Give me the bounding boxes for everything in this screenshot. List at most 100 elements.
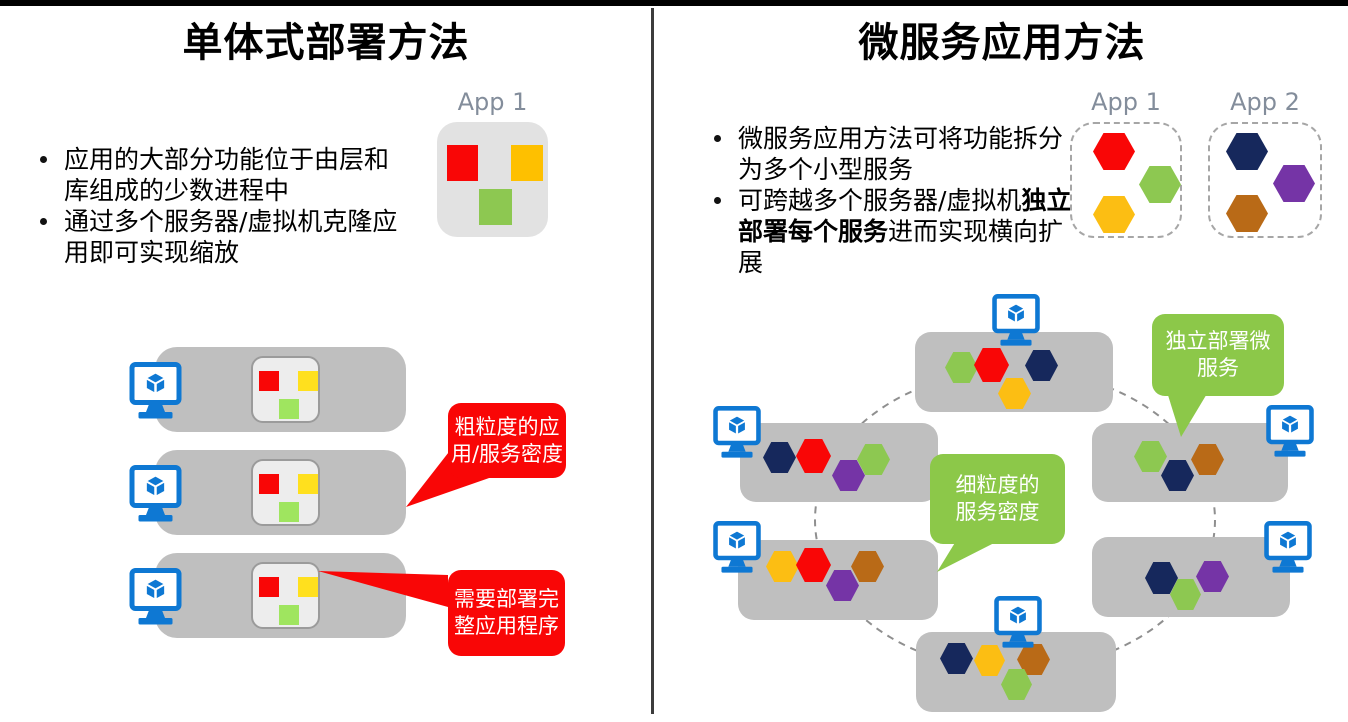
- left-panel-title: 单体式部署方法: [182, 20, 470, 66]
- service-hexagon: [1226, 133, 1268, 170]
- service-hexagon: [974, 348, 1009, 382]
- bullet-segment: 展: [738, 248, 764, 277]
- bullet-line: 微服务应用方法可将功能拆分: [738, 123, 1063, 154]
- monitor-vm-icon: [128, 465, 183, 523]
- bullet-text: 微服务应用方法可将功能拆分为多个小型服务: [738, 123, 1063, 185]
- app-module-square: [298, 371, 318, 391]
- app-module-square: [279, 502, 299, 522]
- bullet-segment: 微服务应用方法可将功能拆分: [738, 124, 1064, 153]
- callout-coarse-density: 粗粒度的应用/服务密度: [448, 403, 566, 478]
- service-hexagon: [1139, 166, 1181, 203]
- app-module-square: [259, 474, 279, 494]
- service-hexagon: [763, 442, 796, 473]
- bullet-segment: 为多个小型服务: [738, 155, 914, 184]
- app-module-square: [279, 605, 299, 625]
- monitor-vm-icon: [713, 521, 761, 574]
- service-hexagon: [796, 548, 831, 582]
- right-app2-dashed-box: [1208, 122, 1322, 238]
- bullet-segment: 应用的大部分功能位于由层和: [64, 145, 390, 174]
- bullet-text: 通过多个服务器/虚拟机克隆应用即可实现缩放: [64, 206, 397, 268]
- bullet-segment: 部署每个服务: [738, 217, 889, 246]
- bullet-dot: [40, 218, 47, 225]
- monitor-vm-icon: [128, 362, 183, 420]
- callout-line: 独立部署微: [1165, 329, 1271, 353]
- callout-line: 服务: [1197, 356, 1239, 380]
- bullet-segment: 进而实现横向扩: [888, 217, 1064, 246]
- callout-line: 服务密度: [955, 500, 1040, 524]
- mini-app-box: [251, 459, 320, 526]
- monitor-vm-icon: [992, 294, 1040, 347]
- service-hexagon: [1093, 133, 1135, 170]
- app-module-square: [259, 577, 279, 597]
- callout-line: 细粒度的: [955, 473, 1040, 497]
- monitor-vm-icon: [994, 596, 1042, 649]
- bullet-line: 应用的大部分功能位于由层和: [64, 144, 389, 175]
- callout-fine-density: 细粒度的服务密度: [930, 454, 1065, 544]
- bullet-line: 部署每个服务进而实现横向扩: [738, 216, 1071, 247]
- service-hexagon: [796, 439, 831, 473]
- monitor-vm-icon: [128, 568, 183, 626]
- bullet-text: 可跨越多个服务器/虚拟机独立部署每个服务进而实现横向扩展: [738, 185, 1071, 278]
- server-box-upper-left: [740, 423, 938, 502]
- bullet-item: 通过多个服务器/虚拟机克隆应用即可实现缩放: [38, 206, 428, 268]
- right-bullet-list: 微服务应用方法可将功能拆分为多个小型服务可跨越多个服务器/虚拟机独立部署每个服务…: [712, 123, 1072, 278]
- service-hexagon: [1191, 444, 1224, 475]
- bullet-item: 可跨越多个服务器/虚拟机独立部署每个服务进而实现横向扩展: [712, 185, 1072, 278]
- right-app2-label: App 2: [1230, 88, 1300, 116]
- server-box-upper-right: [1092, 423, 1288, 502]
- app-module-square: [279, 399, 299, 419]
- monitor-vm-icon: [1266, 405, 1314, 458]
- bullet-line: 用即可实现缩放: [64, 237, 397, 268]
- callout-line: 用/服务密度: [450, 441, 564, 466]
- service-hexagon: [1273, 165, 1315, 202]
- bullet-segment: 通过多个服务器/虚拟机克隆应: [64, 207, 398, 236]
- bullet-item: 微服务应用方法可将功能拆分为多个小型服务: [712, 123, 1072, 185]
- mini-app-box: [251, 562, 320, 629]
- service-hexagon: [1093, 196, 1135, 233]
- bullet-line: 库组成的少数进程中: [64, 175, 389, 206]
- callout-line: 需要部署完: [454, 587, 559, 611]
- bullet-line: 展: [738, 247, 1071, 278]
- service-hexagon: [1161, 460, 1194, 491]
- bullet-line: 通过多个服务器/虚拟机克隆应: [64, 206, 397, 237]
- service-hexagon: [940, 643, 973, 674]
- server-box-lower-left: [738, 540, 938, 620]
- service-hexagon: [1025, 350, 1058, 381]
- top-border-bar: [0, 0, 1348, 6]
- callout-line: 粗粒度的应: [454, 414, 560, 439]
- app-module-square: [479, 189, 512, 225]
- app-module-square: [298, 474, 318, 494]
- callout-line: 整应用程序: [454, 614, 559, 638]
- bullet-line: 为多个小型服务: [738, 154, 1063, 185]
- bullet-segment: 库组成的少数进程中: [64, 176, 290, 205]
- monitor-vm-icon: [713, 406, 761, 459]
- monitor-vm-icon: [1264, 521, 1312, 574]
- left-bullet-list: 应用的大部分功能位于由层和库组成的少数进程中通过多个服务器/虚拟机克隆应用即可实…: [38, 144, 428, 268]
- callout-deploy-full-app: 需要部署完整应用程序: [448, 570, 565, 656]
- app-module-square: [259, 371, 279, 391]
- right-app1-dashed-box: [1070, 122, 1182, 238]
- server-box-lower-right: [1092, 537, 1290, 617]
- app-module-square: [511, 145, 543, 181]
- bullet-segment: 用即可实现缩放: [64, 238, 240, 267]
- mini-app-box: [251, 356, 320, 423]
- left-app1-label: App 1: [457, 88, 528, 116]
- service-hexagon: [1196, 561, 1229, 592]
- right-app1-label: App 1: [1091, 88, 1161, 116]
- left-app1-box: [437, 122, 548, 237]
- service-hexagon: [1134, 441, 1167, 472]
- bullet-line: 可跨越多个服务器/虚拟机独立: [738, 185, 1071, 216]
- callout-independent-deploy: 独立部署微服务: [1152, 314, 1284, 396]
- service-hexagon: [974, 645, 1005, 676]
- right-panel-title: 微服务应用方法: [858, 20, 1146, 66]
- app-module-square: [298, 577, 318, 597]
- app-module-square: [447, 145, 478, 181]
- bullet-dot: [40, 156, 47, 163]
- bullet-text: 应用的大部分功能位于由层和库组成的少数进程中: [64, 144, 389, 206]
- bullet-item: 应用的大部分功能位于由层和库组成的少数进程中: [38, 144, 428, 206]
- bullet-segment: 可跨越多个服务器/虚拟机: [738, 186, 1022, 215]
- service-hexagon: [826, 570, 859, 601]
- service-hexagon: [1226, 195, 1268, 232]
- service-hexagon: [851, 551, 884, 582]
